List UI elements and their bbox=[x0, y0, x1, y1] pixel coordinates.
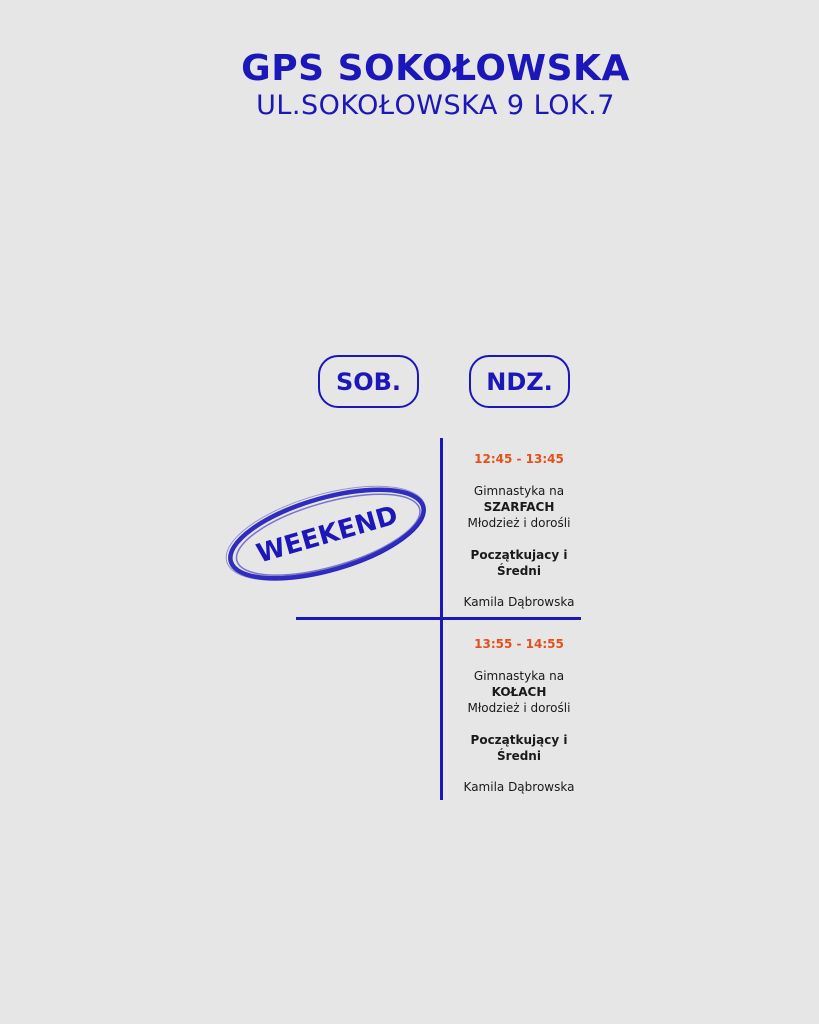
slot-level-line2: Średni bbox=[497, 564, 541, 578]
slot-apparatus: KOŁACH bbox=[491, 685, 547, 699]
slot-audience: Młodzież i dorośli bbox=[467, 516, 571, 530]
slot-time: 13:55 - 14:55 bbox=[474, 637, 564, 651]
slot-level-line1: Początkujący i bbox=[470, 733, 568, 747]
schedule-slot: 13:55 - 14:55 Gimnastyka na KOŁACH Młodz… bbox=[446, 636, 592, 795]
schedule-horizontal-divider bbox=[296, 617, 581, 620]
schedule-slot: 12:45 - 13:45 Gimnastyka na SZARFACH Mło… bbox=[446, 451, 592, 610]
day-saturday-badge: SOB. bbox=[318, 355, 419, 408]
slot-audience: Młodzież i dorośli bbox=[467, 701, 571, 715]
slot-coach: Kamila Dąbrowska bbox=[463, 595, 575, 609]
slot-apparatus: SZARFACH bbox=[483, 500, 555, 514]
slot-coach: Kamila Dąbrowska bbox=[463, 780, 575, 794]
day-sunday-badge: NDZ. bbox=[469, 355, 570, 408]
slot-level-line2: Średni bbox=[497, 749, 541, 763]
weekend-stamp: WEEKEND bbox=[225, 485, 426, 581]
address-subtitle: UL.SOKOŁOWSKA 9 LOK.7 bbox=[256, 90, 615, 121]
page-title: GPS SOKOŁOWSKA bbox=[241, 48, 630, 89]
slot-class-line: Gimnastyka na bbox=[473, 484, 565, 498]
slot-class-line: Gimnastyka na bbox=[473, 669, 565, 683]
slot-time: 12:45 - 13:45 bbox=[474, 452, 564, 466]
slot-level-line1: Początkujacy i bbox=[470, 548, 568, 562]
